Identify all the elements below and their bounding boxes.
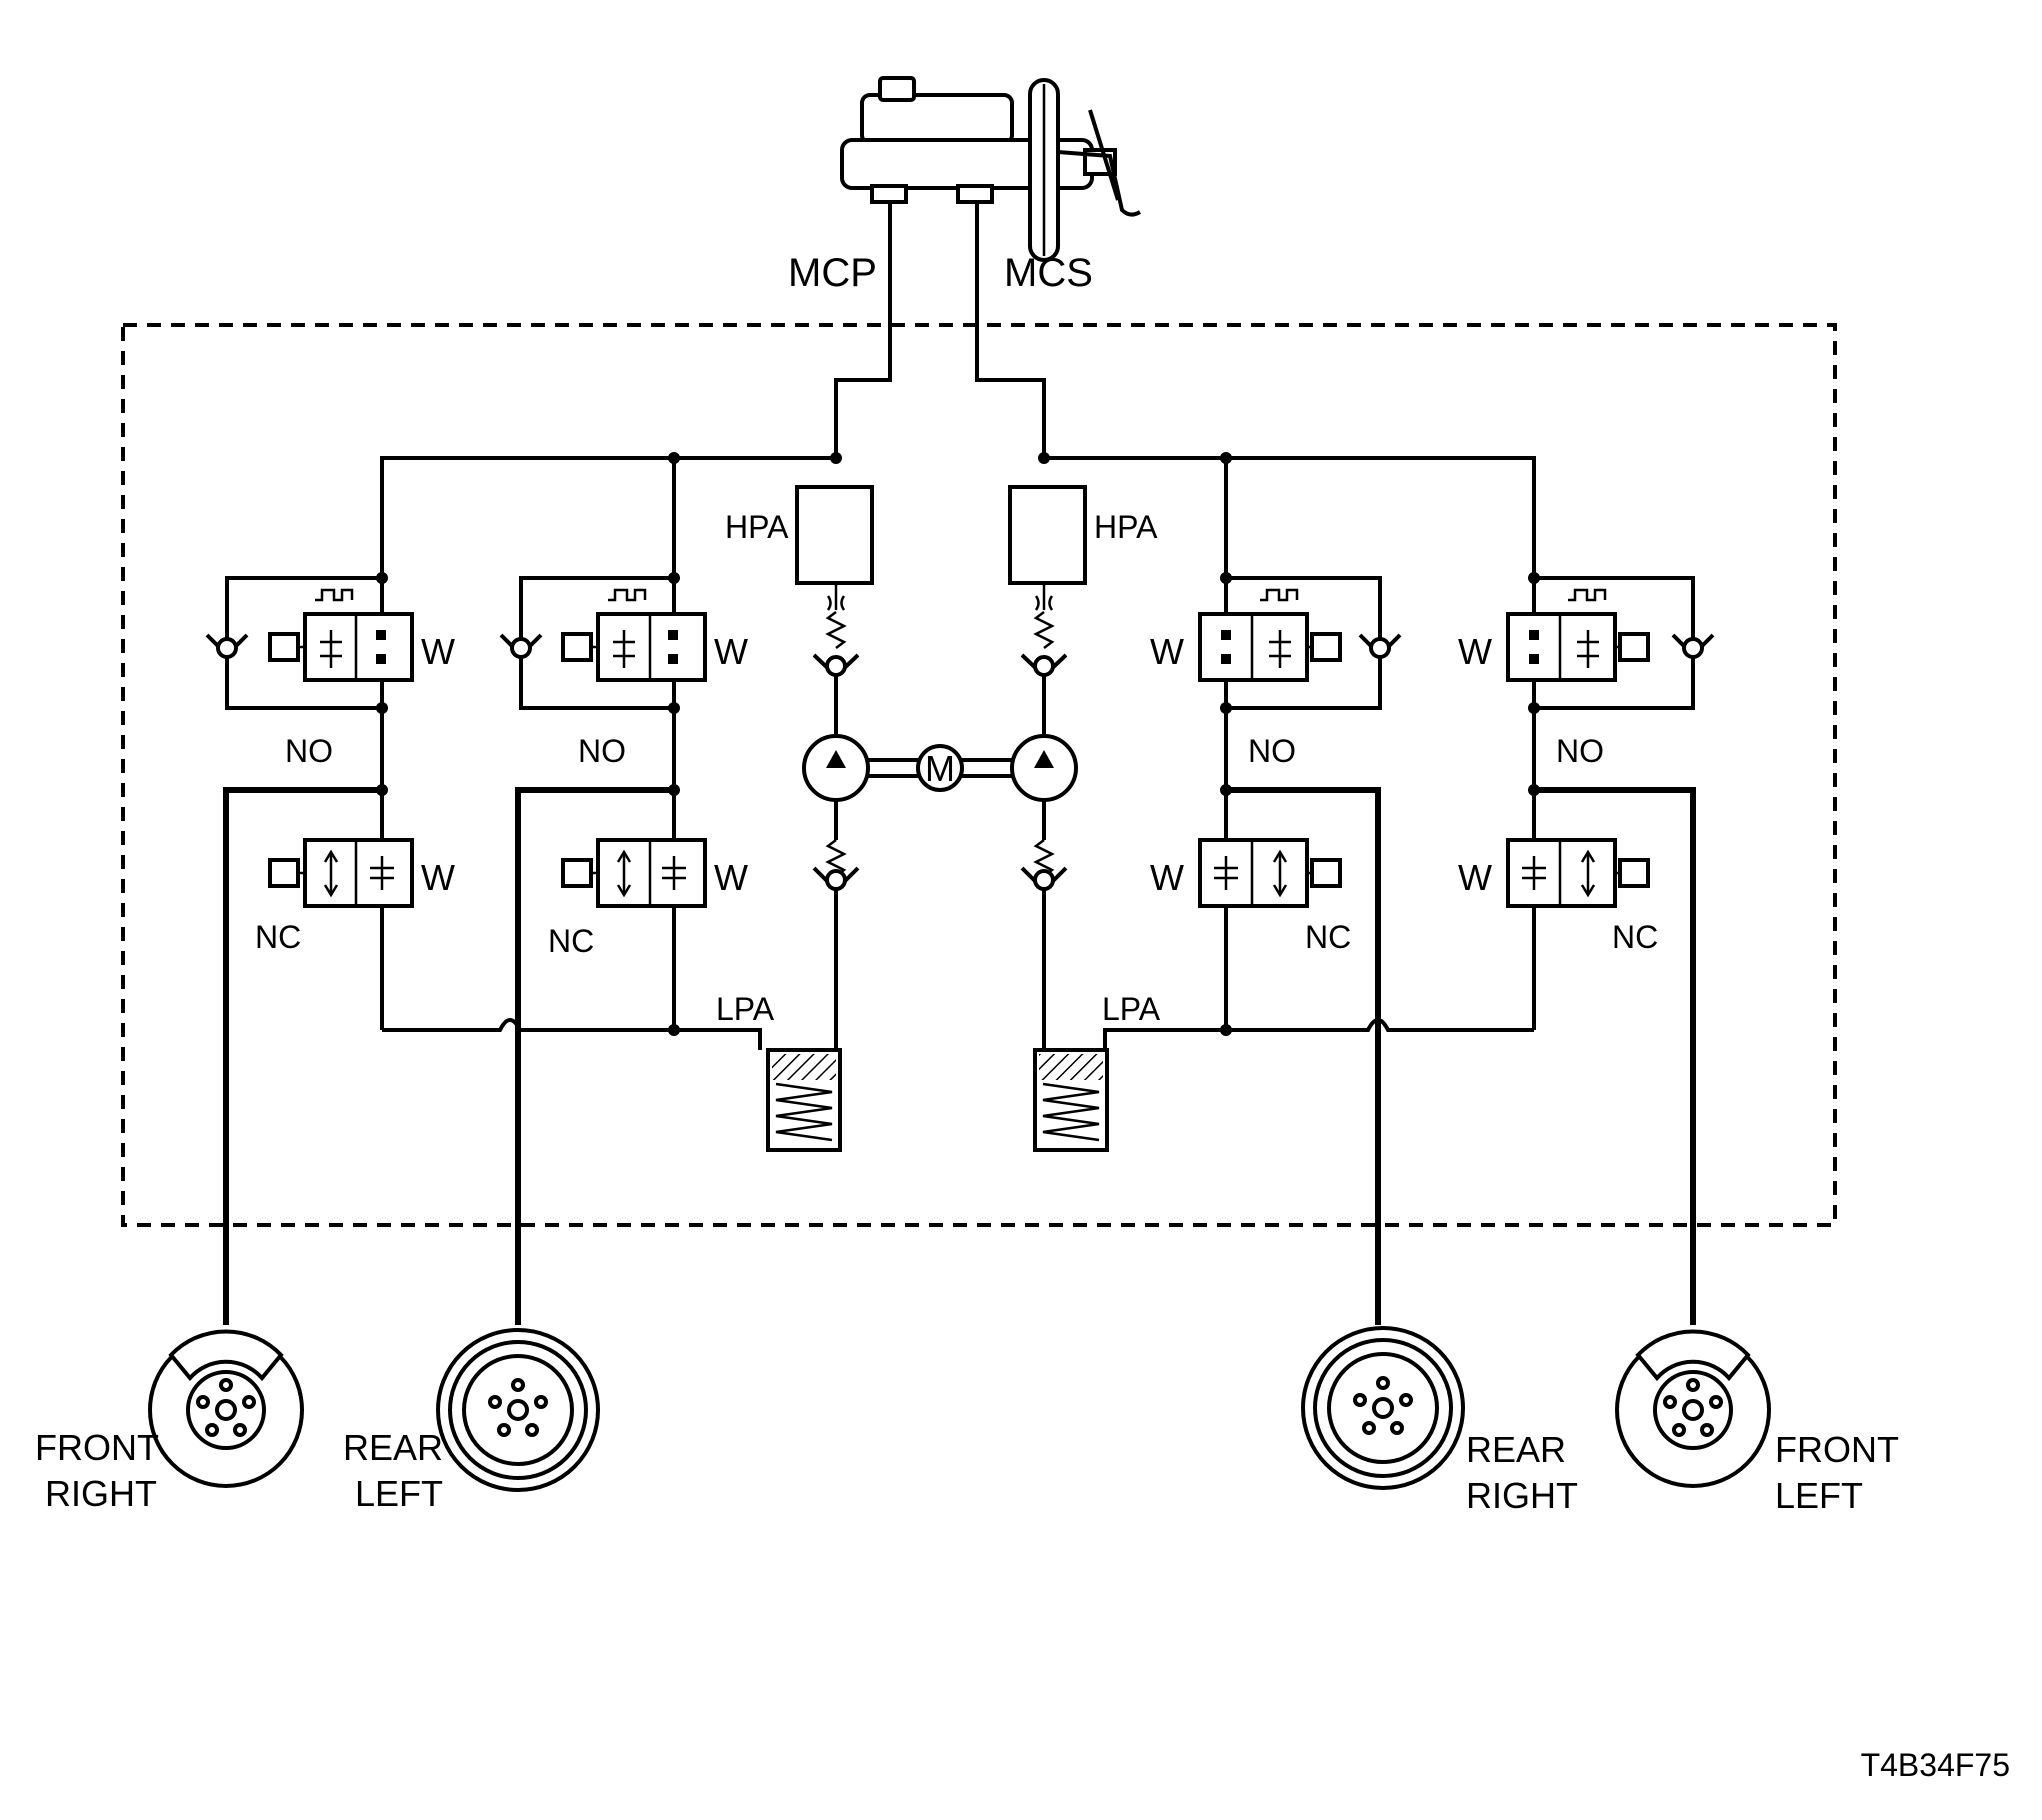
w-label: W [1458,631,1492,672]
wheel-rear-left [436,1328,600,1492]
pump-left [802,734,870,802]
wheel-label-line1: REAR [1466,1429,1566,1470]
wheel-front-left [1615,1329,1771,1488]
brake-pedal [1057,109,1142,217]
no-label: NO [285,733,333,769]
wheel-rear-right [1301,1326,1465,1490]
hpa-label: HPA [1094,509,1158,545]
master-cylinder [840,76,1117,204]
wheel-label-line2: RIGHT [1466,1475,1578,1516]
wheel-label-line2: RIGHT [45,1473,157,1514]
wheel-label-line1: REAR [343,1427,443,1468]
no-label: NO [1556,733,1604,769]
no-valve-front-right [268,588,414,682]
lpa-accumulator-left [766,1048,842,1152]
w-label: W [714,631,748,672]
w-label: W [421,857,455,898]
hpa-accumulator-right [1008,485,1087,585]
nc-valve-front-right [268,838,414,908]
w-label: W [1150,857,1184,898]
wheel-label-line2: LEFT [1775,1475,1863,1516]
no-valve-rear-left [561,588,707,682]
motor-label: M [925,748,955,789]
hpa-label: HPA [725,509,789,545]
nc-valve-front-left [1506,838,1650,908]
nc-label: NC [1305,919,1351,955]
figure-code: T4B34F75 [1861,1747,2010,1783]
wheel-label-line1: FRONT [35,1427,159,1468]
hydraulic-unit-boundary [121,323,1837,1227]
nc-label: NC [548,923,594,959]
mcp-label: MCP [788,251,877,295]
wheel-label-line2: LEFT [355,1473,443,1514]
w-label: W [1458,857,1492,898]
pump-check-valve-lower-left [812,800,860,1050]
hpa-accumulator-left [795,485,874,585]
pump-check-valve-lower-right [1020,800,1068,1050]
w-label: W [421,631,455,672]
w-label: W [1150,631,1184,672]
pump-right [1010,734,1078,802]
nc-valve-rear-right [1198,838,1342,908]
lpa-accumulator-right [1033,1048,1109,1152]
lpa-label: LPA [1102,991,1161,1027]
wheel-front-right [148,1329,304,1488]
pump-motor [916,744,964,792]
no-label: NO [578,733,626,769]
nc-label: NC [1612,919,1658,955]
w-label: W [714,857,748,898]
pump-check-valve-upper-left [812,583,860,738]
wheel-label-line1: FRONT [1775,1429,1899,1470]
mcs-label: MCS [1004,251,1093,295]
no-valve-rear-right [1198,588,1342,682]
no-valve-front-left [1506,588,1650,682]
lpa-label: LPA [716,991,775,1027]
pump-check-valve-upper-right [1020,583,1068,738]
brake-booster [1028,78,1060,262]
nc-label: NC [255,919,301,955]
no-label: NO [1248,733,1296,769]
nc-valve-rear-left [561,838,707,908]
